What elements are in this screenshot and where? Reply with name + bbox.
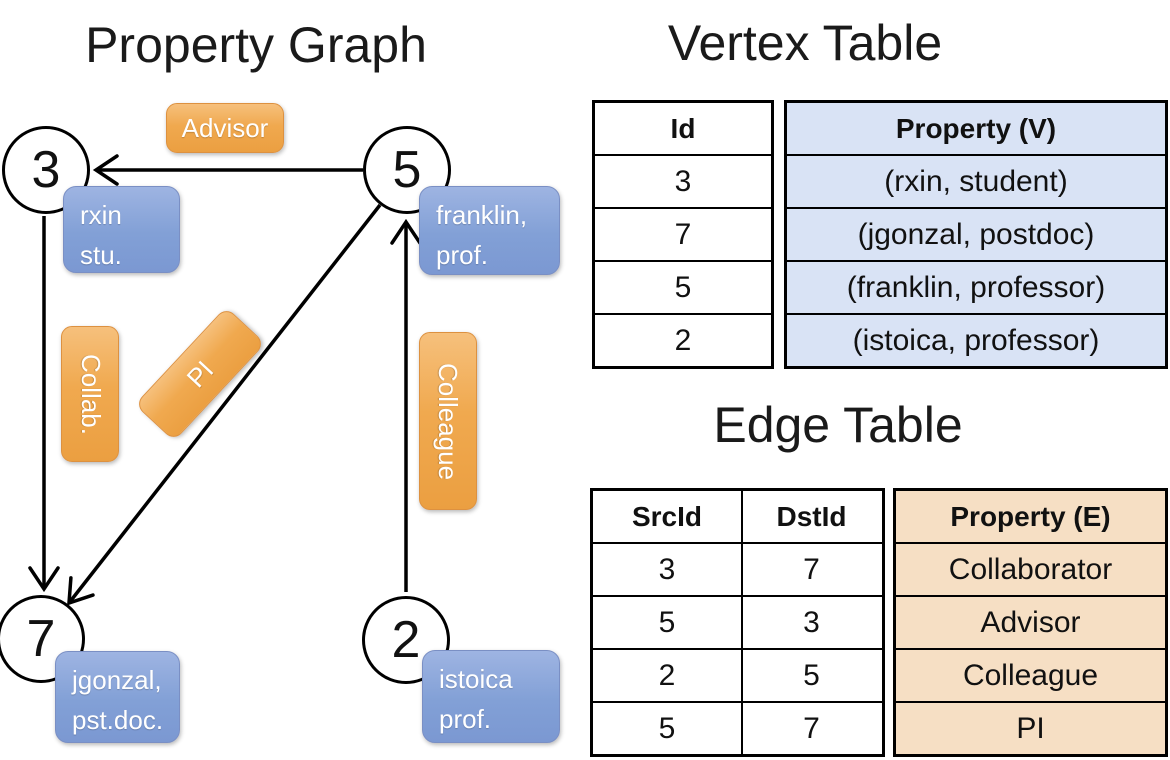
vertex-property-box-franklin: franklin, prof. [419, 186, 560, 275]
node-5-id: 5 [392, 141, 422, 199]
edge-table-dstid-cell: 3 [741, 597, 880, 648]
edge-label-advisor-text: Advisor [181, 112, 269, 143]
edge-table-id-columns: SrcId DstId 3 7 5 3 2 5 5 7 [590, 488, 885, 757]
vertex-table-id-cell: 2 [595, 313, 771, 366]
graph-edges-canvas [28, 154, 422, 606]
vertex-table-title: Vertex Table [667, 15, 943, 71]
edge-label-advisor: Advisor [166, 103, 284, 153]
edge-label-collab-text: Collab. [75, 353, 106, 435]
vertex-property-line: prof. [439, 704, 492, 735]
node-3-id: 3 [31, 141, 61, 199]
node-7-id: 7 [26, 610, 56, 668]
edge-table-row: 2 5 [593, 648, 882, 701]
vertex-property-box-jgonzal: jgonzal, pst.doc. [55, 651, 180, 743]
edge-table-dstid-cell: 5 [741, 650, 880, 701]
edge-table-property-cell: Collaborator [896, 542, 1165, 595]
vertex-table-id-cell: 5 [595, 260, 771, 313]
graph-node-5: 5 [363, 126, 451, 214]
vertex-table-property-cell: (franklin, professor) [787, 260, 1165, 313]
vertex-property-line: rxin [80, 200, 122, 230]
edge-table-dstid-header: DstId [741, 491, 880, 542]
edge-5-to-7-pi-arrow [67, 203, 382, 606]
edge-table-property-cell: PI [896, 701, 1165, 754]
edge-table-property-header: Property (E) [896, 491, 1165, 542]
vertex-property-line: franklin, [436, 200, 528, 230]
vertex-table-id-header: Id [670, 112, 696, 144]
vertex-table-property-header: Property (V) [787, 103, 1165, 154]
edge-label-pi-text: PI [180, 354, 219, 393]
vertex-property-line: prof. [436, 240, 489, 271]
edge-table-row: 3 7 [593, 542, 882, 595]
vertex-table-property-cell: (istoica, professor) [787, 313, 1165, 366]
edge-table-srcid-cell: 3 [658, 552, 676, 586]
vertex-table-id-column: Id 3 7 5 2 [592, 100, 774, 369]
edge-table-dstid-cell: 7 [741, 544, 880, 595]
vertex-property-box-istoica: istoica prof. [422, 650, 560, 743]
edge-table-dstid-cell: 7 [741, 703, 880, 754]
vertex-property-line: pst.doc. [72, 705, 164, 736]
node-2-id: 2 [391, 611, 421, 669]
edge-table-srcid-header: SrcId [631, 500, 703, 532]
edge-label-colleague-text: Colleague [433, 362, 464, 480]
vertex-property-box-rxin: rxin stu. [63, 186, 180, 273]
vertex-property-line: jgonzal, [72, 665, 162, 695]
edge-table-row: 5 7 [593, 701, 882, 754]
vertex-table-property-cell: (rxin, student) [787, 154, 1165, 207]
vertex-table-id-cell: 3 [595, 154, 771, 207]
edge-label-collab: Collab. [61, 326, 119, 462]
edge-table-srcid-cell: 2 [658, 658, 676, 692]
vertex-property-line: istoica [439, 664, 513, 694]
edge-table-title: Edge Table [713, 397, 963, 453]
edge-table-property-cell: Colleague [896, 648, 1165, 701]
edge-table-srcid-cell: 5 [658, 711, 676, 745]
edge-table-header-row: SrcId DstId [593, 491, 882, 542]
edge-table-row: 5 3 [593, 595, 882, 648]
vertex-table-property-column: Property (V) (rxin, student) (jgonzal, p… [784, 100, 1168, 369]
vertex-property-line: stu. [80, 240, 122, 271]
property-graph-title: Property Graph [85, 17, 427, 73]
edge-label-colleague: Colleague [419, 332, 477, 510]
vertex-table-property-cell: (jgonzal, postdoc) [787, 207, 1165, 260]
edge-table-srcid-cell: 5 [658, 605, 676, 639]
vertex-table-id-cell: 7 [595, 207, 771, 260]
edge-table-property-column: Property (E) Collaborator Advisor Collea… [893, 488, 1168, 757]
edge-table-property-cell: Advisor [896, 595, 1165, 648]
